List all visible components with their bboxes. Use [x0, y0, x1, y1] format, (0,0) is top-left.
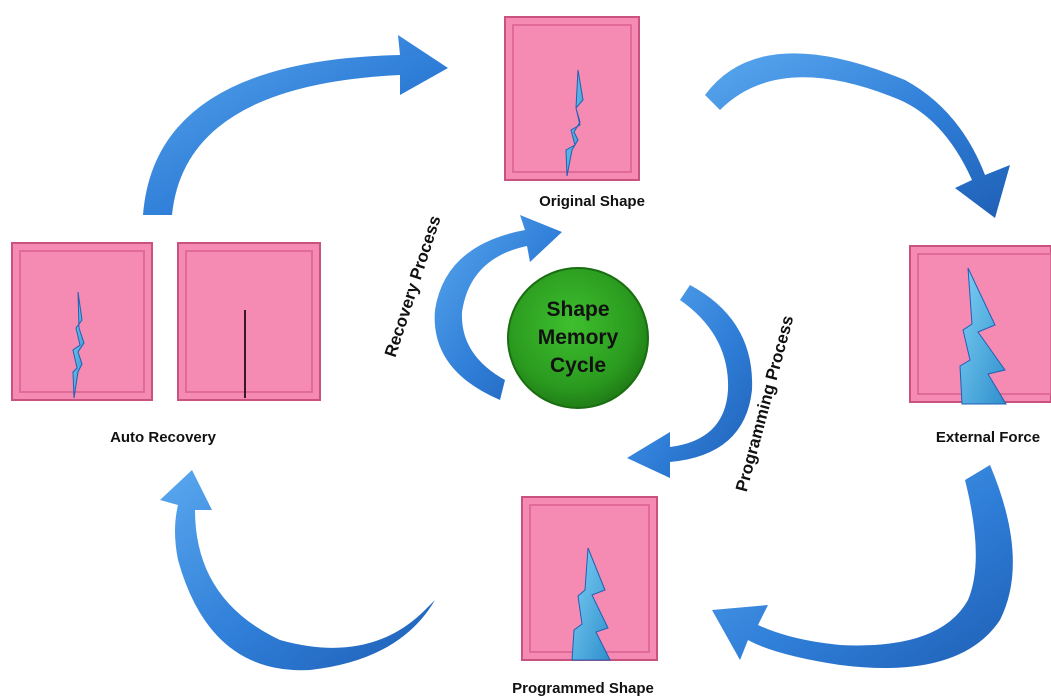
arrow-programmed-to-auto: [160, 470, 435, 671]
programmed-shape-panel: [521, 496, 658, 661]
arrow-programming-process: [627, 285, 753, 478]
label-external-force: External Force: [936, 429, 1040, 446]
arrow-recovery-process: [434, 215, 562, 400]
label-programmed-shape: Programmed Shape: [512, 680, 654, 697]
label-auto-recovery: Auto Recovery: [110, 429, 217, 446]
arrow-auto-to-original: [143, 35, 448, 215]
center-line-3: Cycle: [550, 354, 606, 377]
auto-recovery-panel-healed: [177, 242, 321, 401]
arrow-original-to-external: [705, 53, 1010, 219]
label-recovery-process: Recovery Process: [381, 213, 445, 359]
arrow-external-to-programmed: [712, 465, 1013, 668]
shape-memory-cycle-circle: Shape Memory Cycle: [507, 267, 649, 409]
label-original-shape: Original Shape: [539, 193, 645, 210]
center-line-1: Shape: [546, 298, 609, 321]
auto-recovery-panel-cracked: [11, 242, 153, 401]
center-line-2: Memory: [538, 326, 619, 349]
original-shape-panel: [504, 16, 640, 181]
external-force-panel: [909, 245, 1051, 405]
